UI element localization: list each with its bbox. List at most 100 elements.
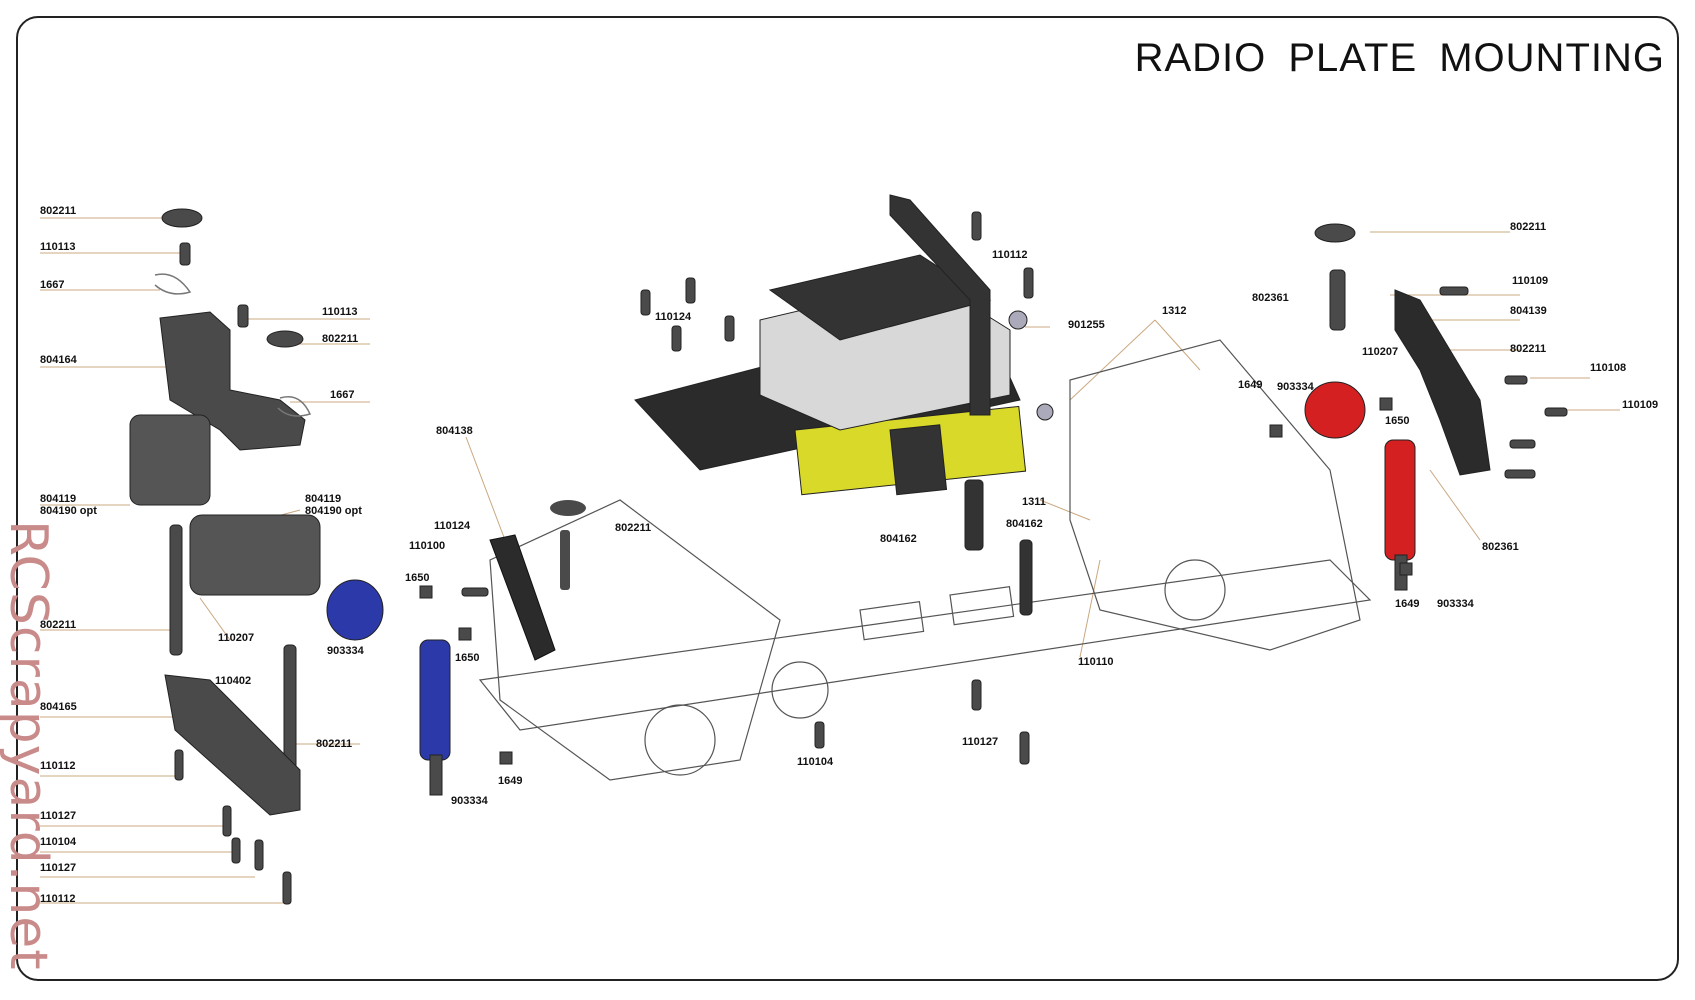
part-label: 1649 [498, 775, 523, 787]
part-label: 804164 [40, 354, 77, 366]
part-label: 802211 [1510, 343, 1547, 355]
left-assembly [129, 208, 321, 905]
part-label: 1312 [1162, 305, 1187, 317]
part-label: 110207 [1362, 346, 1399, 358]
rear-bracket [1394, 289, 1491, 476]
part-label: 802211 [1510, 221, 1547, 233]
nut-shape [1269, 424, 1283, 438]
part-label: 802211 [322, 333, 359, 345]
part-label: 110113 [40, 241, 76, 253]
blue-shock [326, 579, 451, 796]
part-label: 110100 [409, 540, 446, 552]
part-label: 1667 [40, 279, 65, 291]
part-label: 802361 [1252, 292, 1289, 304]
chassis [478, 339, 1372, 781]
part-label: 804138 [436, 425, 473, 437]
screw-shape [1019, 731, 1030, 765]
screw-shape [971, 211, 982, 241]
part-label: 802211 [40, 205, 77, 217]
part-label: 110127 [962, 736, 999, 748]
nut-shape [1379, 397, 1393, 411]
part-label: 802361 [1482, 541, 1519, 553]
screw-shape [174, 749, 184, 781]
post-shape [1019, 539, 1033, 616]
part-label: 110109 [1622, 399, 1659, 411]
screw-shape [1544, 407, 1568, 417]
plate-shape [164, 674, 301, 816]
part-label: 110402 [215, 675, 252, 687]
part-label: 804190 opt [40, 505, 97, 517]
part-label: 110110 [1078, 656, 1114, 668]
screw-shape [237, 304, 249, 328]
part-label: 903334 [451, 795, 488, 807]
part-label: 802211 [316, 738, 353, 750]
nut-shape [419, 585, 433, 599]
page-title: RADIO PLATE MOUNTING [1134, 36, 1665, 80]
part-label: 1667 [330, 389, 355, 401]
part-label: 1649 [1395, 598, 1420, 610]
screw-shape [724, 315, 735, 342]
screw-shape [1504, 469, 1536, 479]
part-label: 804165 [40, 701, 77, 713]
part-label: 110112 [992, 249, 1028, 261]
screw-shape [179, 242, 191, 266]
nut-shape [1399, 562, 1413, 576]
washer-shape [161, 208, 203, 228]
part-label: 804119 [305, 493, 342, 505]
part-label: 804190 opt [305, 505, 362, 517]
part-label: 802211 [615, 522, 652, 534]
part-label: 110109 [1512, 275, 1549, 287]
part-label: 1649 [1238, 379, 1263, 391]
screw-shape [1509, 439, 1536, 449]
radio-plate-assembly [634, 194, 1054, 616]
screw-shape [231, 837, 241, 864]
post-shape [1329, 269, 1346, 331]
part-label: 1650 [1385, 415, 1410, 427]
part-label: 804139 [1510, 305, 1547, 317]
post-shape [964, 479, 984, 551]
screw-shape [461, 587, 489, 597]
part-label: 802211 [40, 619, 77, 631]
part-label: 110127 [40, 862, 77, 874]
nut-shape [458, 627, 472, 641]
antenna-tube [889, 194, 991, 416]
part-label: 110108 [1590, 362, 1627, 374]
screw-shape [640, 289, 651, 316]
screw-shape [282, 871, 292, 905]
part-label: 804162 [880, 533, 917, 545]
part-label: 903334 [1277, 381, 1314, 393]
part-label: 110113 [322, 306, 358, 318]
carbon-link [489, 534, 556, 661]
part-label: 110127 [40, 810, 77, 822]
part-label: 804162 [1006, 518, 1043, 530]
post-shape [560, 530, 570, 590]
part-label: 1311 [1022, 496, 1046, 508]
leader-lines [40, 217, 1620, 904]
screw-shape [254, 839, 264, 871]
washer-shape [550, 500, 586, 516]
part-label: 110207 [218, 632, 255, 644]
part-label: 110112 [40, 760, 76, 772]
screw-shape [1439, 286, 1469, 296]
post-shape [169, 524, 183, 656]
part-label: 903334 [1437, 598, 1474, 610]
clip-shape [277, 396, 312, 417]
part-label: 804119 [40, 493, 77, 505]
screw-shape [222, 805, 232, 837]
block-shape [129, 414, 211, 506]
part-label: 110112 [40, 893, 76, 905]
part-label: 110124 [655, 311, 692, 323]
washer-shape [266, 330, 304, 348]
part-label: 110124 [434, 520, 471, 532]
screw-shape [671, 325, 682, 352]
screw-shape [971, 679, 982, 711]
block-shape [189, 514, 321, 596]
part-label: 110104 [40, 836, 77, 848]
screw-shape [814, 721, 825, 749]
part-label: 1650 [455, 652, 480, 664]
screw-shape [1023, 267, 1034, 299]
right-assembly [1269, 223, 1568, 591]
screw-shape [685, 277, 696, 304]
screw-shape [1504, 375, 1528, 385]
